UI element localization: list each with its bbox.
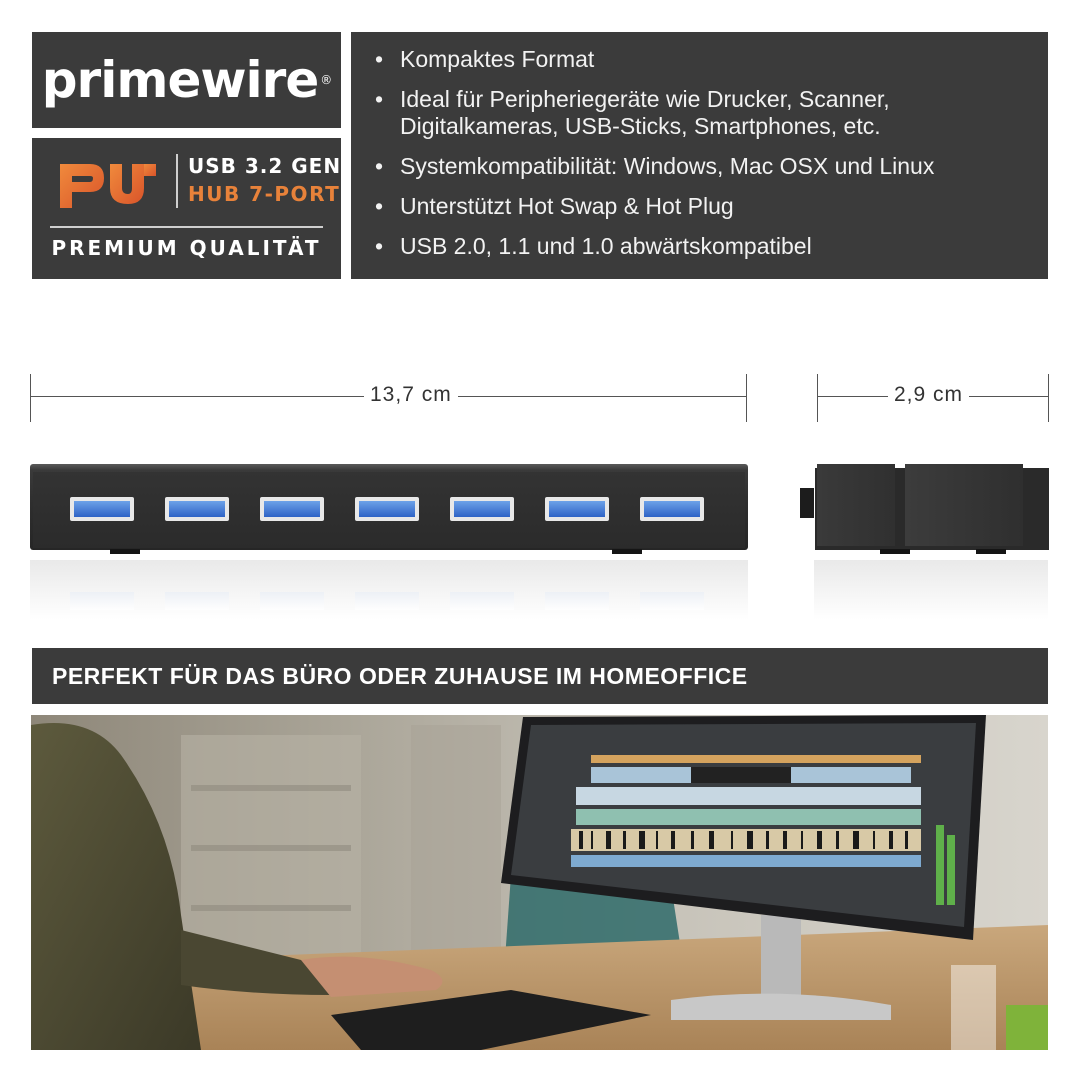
usb-port-insert — [74, 501, 130, 517]
registered-mark: ® — [320, 73, 332, 87]
hub-foot — [110, 549, 140, 554]
usb-port-reflection — [450, 592, 514, 610]
hub-foot — [612, 549, 642, 554]
usb-port — [70, 497, 134, 521]
mug — [1006, 1005, 1048, 1050]
dimension-tick — [30, 374, 31, 422]
usb-port — [355, 497, 419, 521]
hub-side-cap — [817, 464, 895, 546]
usb-port-reflection — [260, 592, 324, 610]
bullet-icon: • — [375, 46, 384, 72]
usb-port-reflection — [70, 592, 134, 610]
usb-port-insert — [549, 501, 605, 517]
office-desk-photo — [31, 715, 1048, 1050]
feature-item: • Ideal für Peripheriegeräte wie Drucker,… — [375, 86, 1048, 140]
usb-port-insert — [359, 501, 415, 517]
product-spec-line: USB 3.2 GEN1 — [188, 154, 356, 178]
bullet-icon: • — [375, 153, 384, 179]
hub-foot — [880, 549, 910, 554]
floor-reflection — [30, 560, 748, 620]
quality-label: PREMIUM QUALITÄT — [51, 236, 322, 260]
usb-port — [260, 497, 324, 521]
feature-text: Kompaktes Format — [400, 46, 595, 72]
usb-port-insert — [454, 501, 510, 517]
glass — [951, 965, 996, 1050]
feature-list: • Kompaktes Format • Ideal für Peripherieg… — [351, 32, 1048, 260]
usb-port-reflection — [640, 592, 704, 610]
feature-text: USB 2.0, 1.1 und 1.0 abwärtskompatibel — [400, 233, 812, 259]
usb-port-insert — [169, 501, 225, 517]
features-panel: • Kompaktes Format • Ideal für Peripherieg… — [351, 32, 1048, 279]
bullet-icon: • — [375, 193, 384, 219]
slogan-text: PERFEKT FÜR DAS BÜRO ODER ZUHAUSE IM HOM… — [52, 663, 748, 689]
usb-port — [450, 497, 514, 521]
bullet-icon: • — [375, 233, 384, 259]
brand-logo: primewire® — [32, 32, 341, 128]
person — [31, 723, 201, 1050]
slogan-bar: PERFEKT FÜR DAS BÜRO ODER ZUHAUSE IM HOM… — [32, 648, 1048, 704]
hand — [301, 956, 443, 997]
feature-item: • Systemkompatibilität: Windows, Mac OSX … — [375, 153, 1048, 180]
brand-logo-text: primewire — [41, 51, 319, 109]
bullet-icon: • — [375, 86, 384, 112]
usb-port — [545, 497, 609, 521]
usb-port — [165, 497, 229, 521]
usb-port-reflection — [165, 592, 229, 610]
product-type-line: HUB 7-PORT — [188, 182, 341, 206]
office-scene-illustration — [31, 715, 1048, 1050]
feature-text: Systemkompatibilität: Windows, Mac OSX u… — [400, 153, 935, 179]
monitor-stand — [761, 915, 801, 995]
logo-panel: primewire® — [32, 32, 341, 128]
keyboard — [331, 990, 651, 1050]
pw-logo-icon — [60, 164, 156, 208]
length-label: 13,7 cm — [364, 383, 458, 407]
feature-item: • Kompaktes Format — [375, 46, 1048, 73]
feature-item: • USB 2.0, 1.1 und 1.0 abwärtskompatibel — [375, 233, 1048, 260]
dimension-tick — [746, 374, 747, 422]
floor-reflection — [814, 560, 1048, 620]
badge-rule — [50, 226, 323, 228]
hub-foot — [976, 549, 1006, 554]
usb-port — [640, 497, 704, 521]
product-badge: USB 3.2 GEN1 HUB 7-PORT PREMIUM QUALITÄT — [32, 138, 355, 279]
depth-label: 2,9 cm — [888, 383, 970, 407]
dimension-tick — [1048, 374, 1049, 422]
usb-port-insert — [264, 501, 320, 517]
usb-port-insert — [644, 501, 700, 517]
usb-port-reflection — [545, 592, 609, 610]
usb-port-reflection — [355, 592, 419, 610]
badge-divider — [176, 154, 178, 208]
feature-text: Unterstützt Hot Swap & Hot Plug — [400, 193, 734, 219]
feature-item: • Unterstützt Hot Swap & Hot Plug — [375, 193, 1048, 220]
feature-text: Ideal für Peripheriegeräte wie Drucker, … — [400, 86, 890, 139]
hub-side-cap — [905, 464, 1023, 546]
dimension-tick — [817, 374, 818, 422]
hub-side-connector — [800, 488, 814, 518]
